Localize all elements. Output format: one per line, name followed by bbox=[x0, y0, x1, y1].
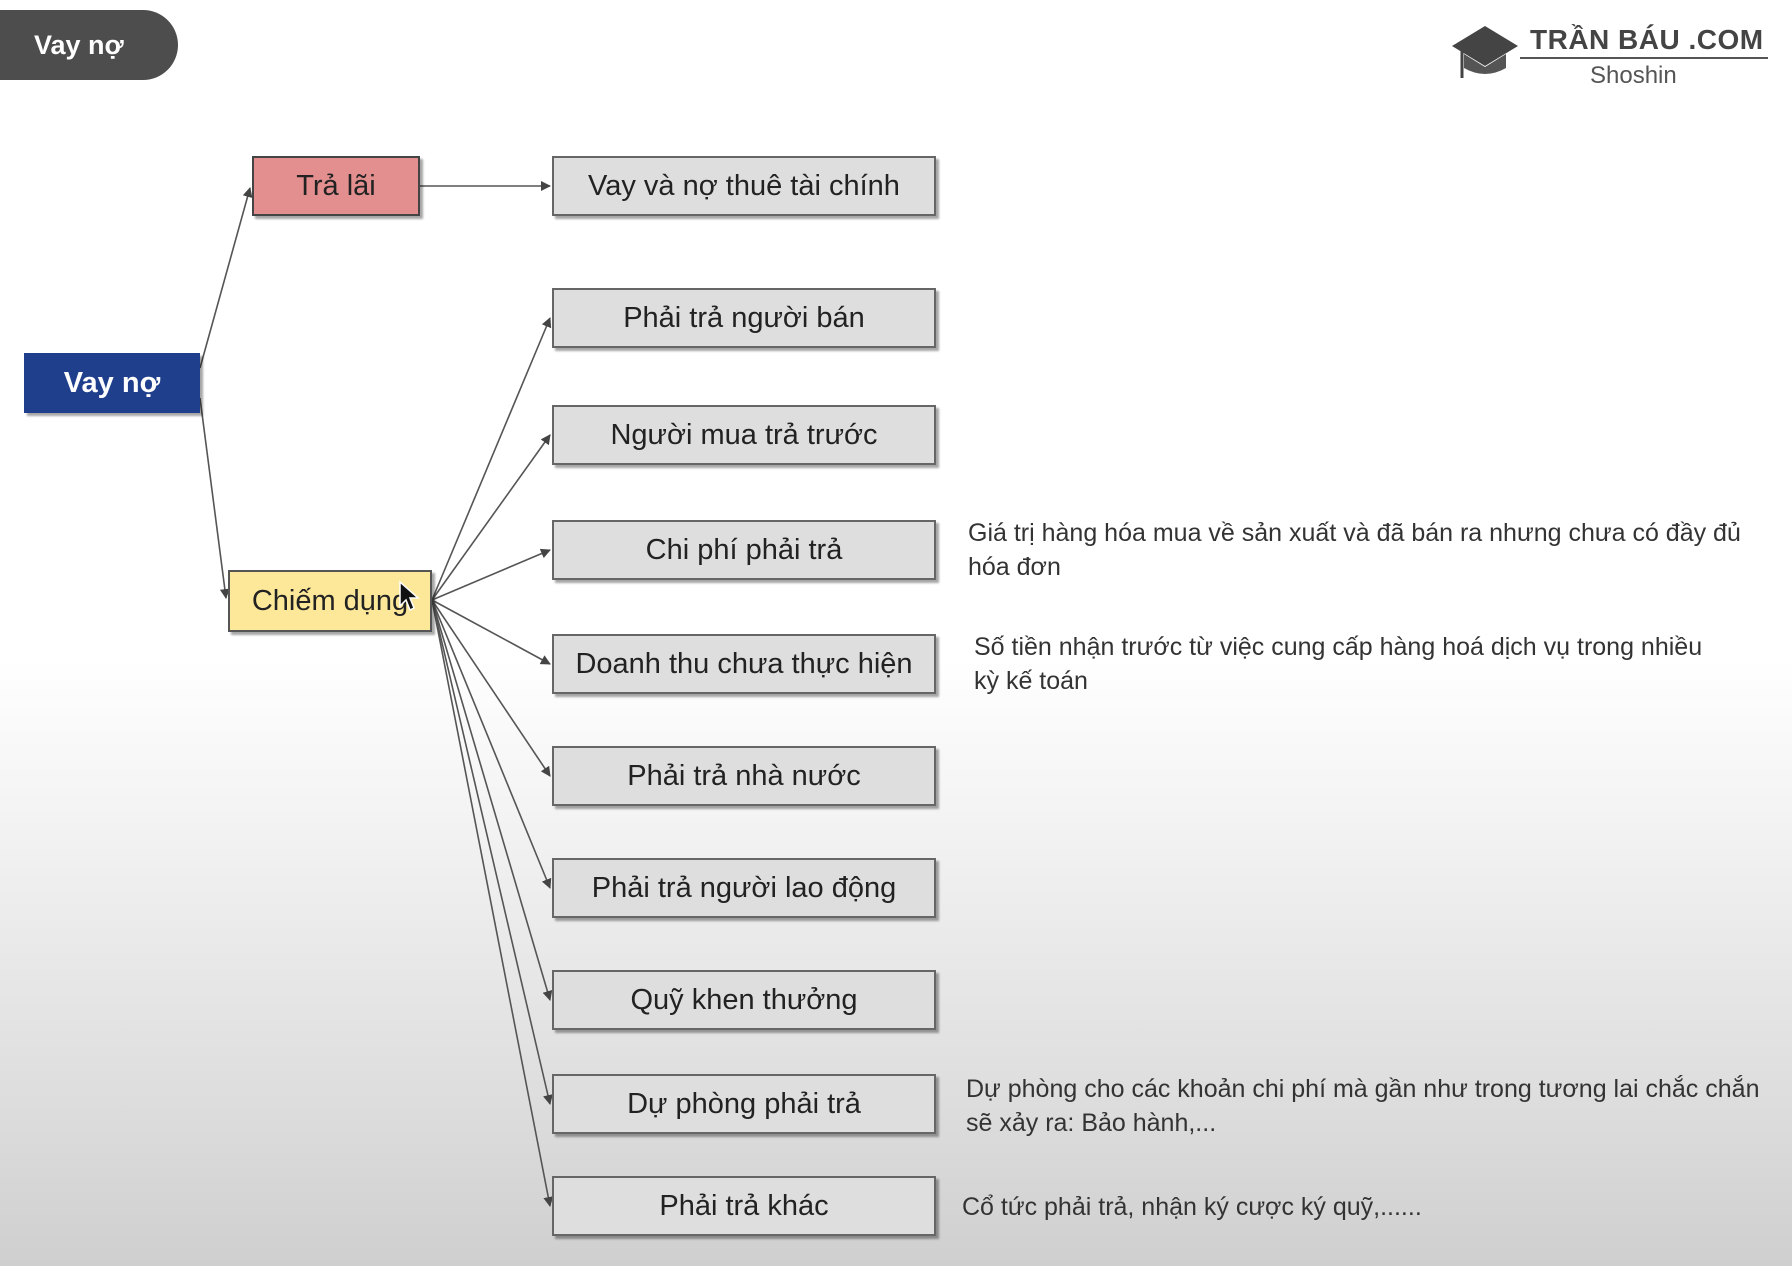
node-phai-tra-nha-nuoc: Phải trả nhà nước bbox=[552, 746, 936, 806]
edge-occupy-8 bbox=[431, 599, 553, 1105]
node-chiem-dung: Chiếm dụng bbox=[228, 570, 432, 632]
node-doanh-thu-chua-thuc-hien: Doanh thu chưa thực hiện bbox=[552, 634, 936, 694]
node-vay-no-thue-tai-chinh: Vay và nợ thuê tài chính bbox=[552, 156, 936, 216]
edge-occupy-4 bbox=[431, 599, 551, 665]
node-phai-tra-nguoi-lao-dong: Phải trả người lao động bbox=[552, 858, 936, 918]
note-phai-tra-khac: Cổ tức phải trả, nhận ký cược ký quỹ,...… bbox=[962, 1193, 1422, 1221]
node-phai-tra-nguoi-ban: Phải trả người bán bbox=[552, 288, 936, 348]
edge-occupy-9 bbox=[431, 599, 554, 1207]
node-quy-khen-thuong: Quỹ khen thưởng bbox=[552, 970, 936, 1030]
note-doanh-thu-chua-thuc-hien: Số tiền nhận trước từ việc cung cấp hàng… bbox=[974, 633, 1703, 695]
node-du-phong-phai-tra: Dự phòng phải trả bbox=[552, 1074, 936, 1134]
edge-root-interest bbox=[199, 187, 253, 369]
mouse-cursor-icon bbox=[399, 580, 420, 612]
graduation-cap-icon bbox=[1452, 26, 1518, 78]
note-du-phong-phai-tra: Dự phòng cho các khoản chi phí mà gần nh… bbox=[966, 1075, 1760, 1137]
node-phai-tra-khac: Phải trả khác bbox=[552, 1176, 936, 1236]
edge-occupy-7 bbox=[431, 599, 553, 1001]
logo-title: TRẦN BÁU .COM bbox=[1530, 24, 1764, 55]
edge-occupy-5 bbox=[431, 599, 551, 777]
logo-divider bbox=[1520, 57, 1768, 59]
node-root: Vay nợ bbox=[24, 353, 200, 413]
edge-occupy-3 bbox=[431, 548, 551, 601]
edge-occupy-1 bbox=[431, 317, 552, 601]
logo-subtitle: Shoshin bbox=[1590, 62, 1677, 89]
edge-occupy-2 bbox=[431, 434, 551, 601]
node-tra-lai: Trả lãi bbox=[252, 156, 420, 216]
node-nguoi-mua-tra-truoc: Người mua trả trước bbox=[552, 405, 936, 465]
edge-occupy-6 bbox=[431, 599, 552, 889]
note-chi-phi-phai-tra: Giá trị hàng hóa mua về sản xuất và đã b… bbox=[968, 519, 1741, 581]
brand-logo: TRẦN BÁU .COM Shoshin bbox=[1450, 20, 1770, 92]
section-tag: Vay nợ bbox=[0, 10, 178, 80]
edge-root-occupy bbox=[199, 397, 230, 599]
node-chi-phi-phai-tra: Chi phí phải trả bbox=[552, 520, 936, 580]
